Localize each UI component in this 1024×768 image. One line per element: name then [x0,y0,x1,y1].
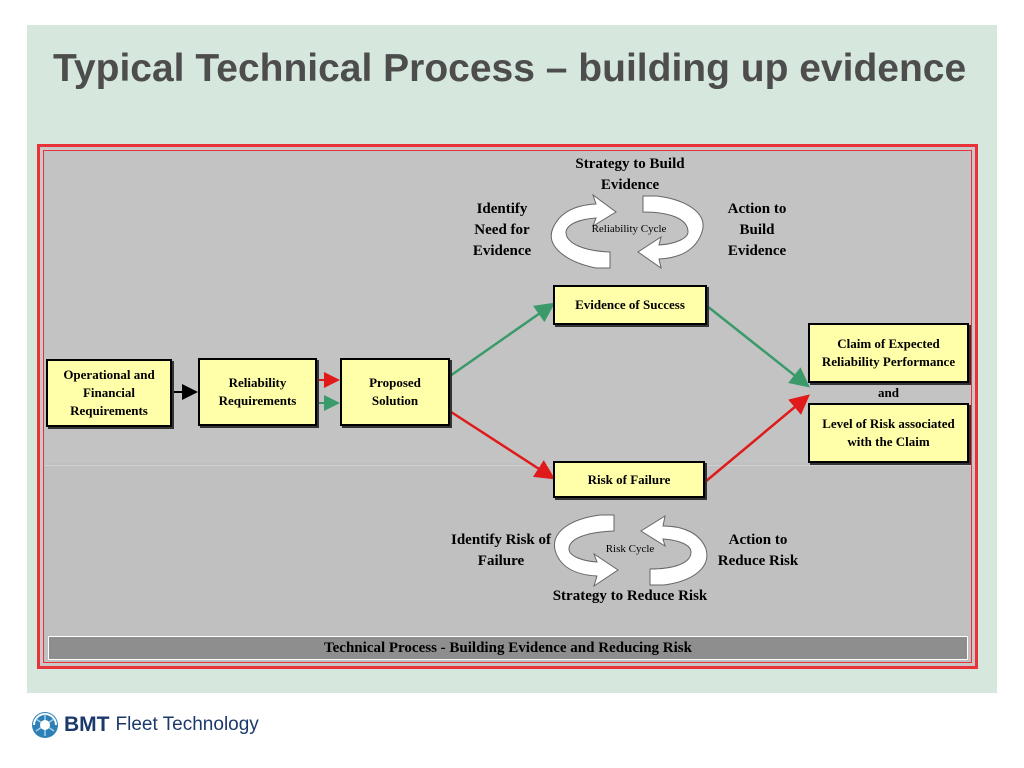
identify-risk-of-failure-label: Identify Risk of Failure [450,532,551,569]
evidence-of-success-box: Evidence of Success [553,285,707,325]
bmt-brand-text: BMT [64,713,110,736]
claim-box: Claim of Expected Reliability Performanc… [808,323,969,383]
operational-requirements-label: Operational and Financial Requirements [63,367,155,418]
level-of-risk-box: Level of Risk associated with the Claim [808,403,969,463]
risk-cycle-left-arrow [554,514,619,588]
risk-cycle-right-arrow [640,514,708,586]
bmt-tagline-text: Fleet Technology [115,714,259,735]
arrow-risk-to-claim [704,394,810,483]
risk-of-failure-label: Risk of Failure [587,471,671,487]
identify-need-for-evidence-label: Identify Need for Evidence [472,201,532,259]
reliability-cycle-left-arrow [550,193,617,269]
risk-of-failure-box: Risk of Failure [553,461,705,498]
level-of-risk-label: Level of Risk associated with the Claim [822,416,955,449]
reliability-requirements-box: Reliability Requirements [198,358,317,426]
strategy-to-reduce-risk-label: Strategy to Reduce Risk [552,588,708,604]
risk-cycle-arrows [554,514,708,588]
and-label: and [878,385,899,400]
claim-label: Claim of Expected Reliability Performanc… [821,336,956,369]
arrow-proposed-to-risk [447,408,556,480]
arrow-evidence-to-claim [706,305,810,388]
reliability-cycle-label: Reliability Cycle [591,223,667,235]
proposed-solution-box: Proposed Solution [340,358,450,426]
proposed-solution-label: Proposed Solution [369,375,421,408]
reliability-cycle-right-arrow [637,195,704,270]
diagram-caption: Technical Process - Building Evidence an… [48,636,968,660]
bmt-logo: BMT Fleet Technology [30,710,259,740]
risk-cycle-label: Risk Cycle [605,543,655,555]
reliability-requirements-label: Reliability Requirements [218,375,297,408]
action-to-build-evidence-label: Action to Build Evidence [727,201,787,259]
operational-requirements-box: Operational and Financial Requirements [46,359,172,427]
evidence-of-success-label: Evidence of Success [575,297,685,312]
slide-title: Typical Technical Process – building up … [53,47,967,90]
strategy-to-build-evidence-label: Strategy to Build Evidence [575,156,685,193]
reliability-cycle-arrows [550,193,704,270]
lower-band [44,465,971,636]
bmt-globe-icon [32,712,58,738]
action-to-reduce-risk-label: Action to Reduce Risk [717,532,799,569]
arrow-proposed-to-evidence [449,302,556,378]
